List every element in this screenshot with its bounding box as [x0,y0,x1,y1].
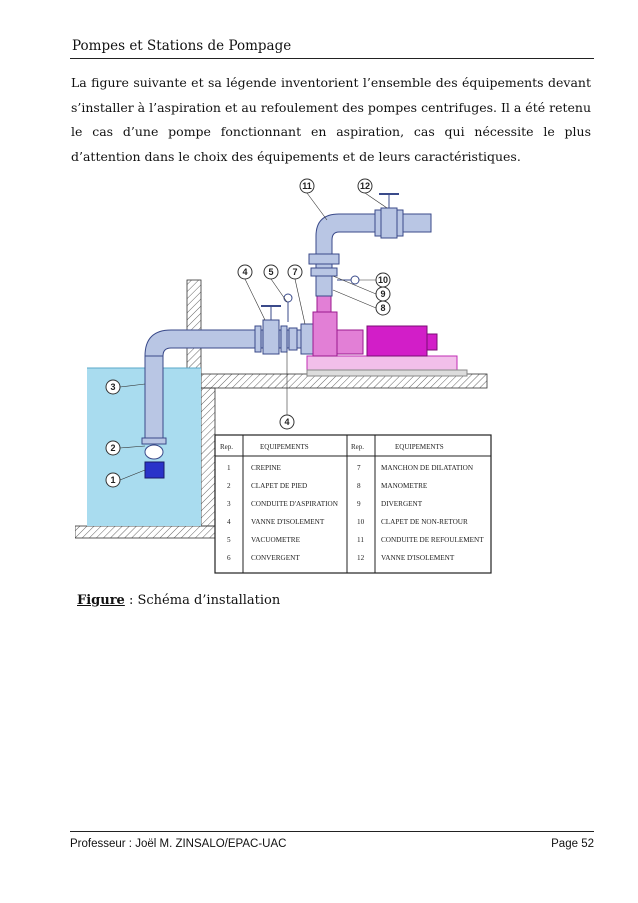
page-header-title: Pompes et Stations de Pompage [72,38,292,54]
page-number: Page 52 [551,838,594,850]
pump-base [306,355,458,371]
strainer [144,461,165,479]
centrifugal-pump [312,295,364,357]
legend-rep-7: 7 [357,464,361,472]
footer-author: Professeur : Joël M. ZINSALO/EPAC-UAC [70,838,287,850]
legend-rep-10: 10 [357,518,365,526]
legend-equipment-12: VANNE D'ISOLEMENT [381,554,455,562]
legend-equipment-11: CONDUITE DE REFOULEMENT [381,536,484,544]
figure-caption: Figure : Schéma d’installation [77,593,280,608]
callout-9: 9 [380,289,385,299]
legend-col-equip-right: EQUIPEMENTS [395,443,444,451]
callout-5: 5 [268,267,273,277]
callout-4b: 4 [284,417,289,427]
legend-equipment-5: VACUOMETRE [251,536,301,544]
legend-table: Rep. EQUIPEMENTS Rep. EQUIPEMENTS 1 CREPI… [214,434,492,574]
figure-caption-label: Figure [77,593,125,608]
legend-rep-1: 1 [227,464,231,472]
legend-rep-5: 5 [227,536,231,544]
legend-equipment-2: CLAPET DE PIED [251,482,307,490]
legend-equipment-7: MANCHON DE DILATATION [381,464,474,472]
footer-divider [70,831,594,832]
legend-rep-3: 3 [227,500,231,508]
legend-rep-6: 6 [227,554,231,562]
legend-col-rep-left: Rep. [220,443,233,451]
page-footer: Professeur : Joël M. ZINSALO/EPAC-UAC Pa… [70,838,594,850]
legend-rep-8: 8 [357,482,361,490]
legend-equipment-9: DIVERGENT [381,500,423,508]
callout-12: 12 [360,181,370,191]
legend-col-equip-left: EQUIPEMENTS [260,443,309,451]
callout-8: 8 [380,303,385,313]
legend-equipment-4: VANNE D'ISOLEMENT [251,518,325,526]
legend-col-rep-right: Rep. [351,443,364,451]
motor [366,325,428,357]
legend-rep-2: 2 [227,482,231,490]
water-reservoir [87,368,201,526]
callout-1: 1 [110,475,115,485]
legend-equipment-10: CLAPET DE NON-RETOUR [381,518,468,526]
legend-equipment-6: CONVERGENT [251,554,300,562]
callout-labels [105,178,391,488]
legend-equipment-1: CREPINE [251,464,282,472]
callout-10: 10 [378,275,388,285]
legend-rep-12: 12 [357,554,365,562]
intro-paragraph: La figure suivante et sa légende invento… [71,75,591,164]
legend-equipment-8: MANOMETRE [381,482,428,490]
installation-diagram: 1 2 3 4 5 7 11 12 10 9 8 4 Rep. EQUIPEME… [75,178,492,574]
figure-caption-text: : Schéma d’installation [124,593,281,608]
callout-11: 11 [302,181,312,191]
legend-rep-11: 11 [357,536,364,544]
callout-7: 7 [292,267,297,277]
foot-valve [141,437,167,445]
legend-rep-9: 9 [357,500,361,508]
discharge-pipe [308,207,432,297]
callout-4: 4 [242,267,247,277]
legend-rep-4: 4 [227,518,231,526]
callout-3: 3 [110,382,115,392]
callout-2: 2 [110,443,115,453]
header-divider [70,58,594,59]
legend-equipment-3: CONDUITE D'ASPIRATION [251,500,339,508]
